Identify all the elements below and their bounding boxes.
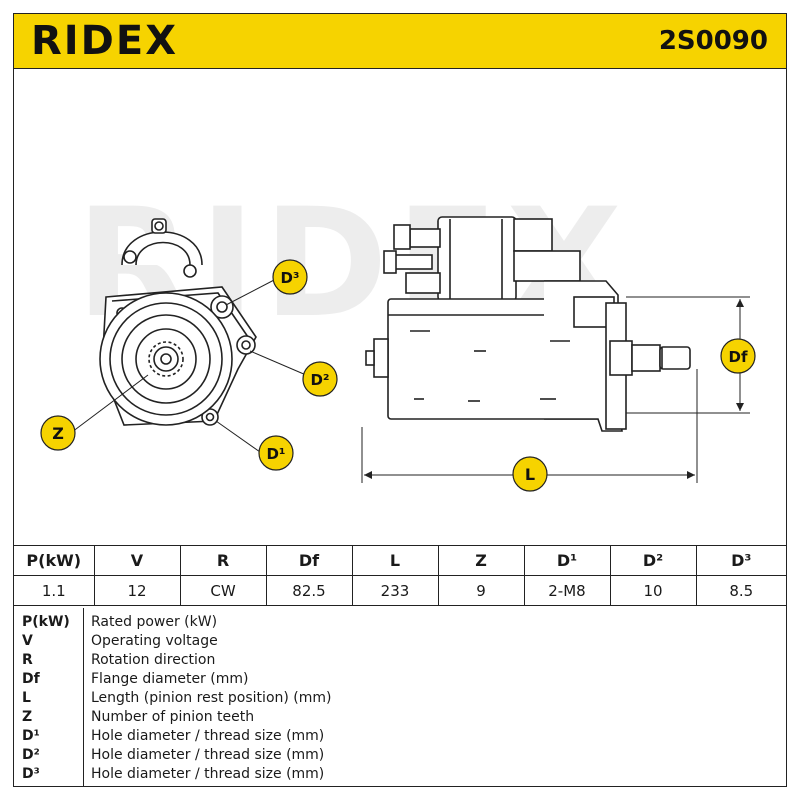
spec-value: 82.5 [265, 575, 353, 606]
legend-desc: Hole diameter / thread size (mm) [91, 766, 325, 782]
legend-desc: Hole diameter / thread size (mm) [91, 728, 325, 744]
callout-d2-label: D² [310, 371, 329, 389]
technical-drawing: RIDEX [14, 69, 786, 545]
d1-leader [215, 420, 261, 453]
legend-divider [83, 608, 84, 786]
callout-d3-label: D³ [280, 269, 299, 287]
legend-desc: Rotation direction [91, 652, 216, 668]
legend-item: D³ Hole diameter / thread size (mm) [14, 766, 786, 784]
spec-value-row: 1.1 12 CW 82.5 233 9 2-M8 10 8.5 [14, 575, 786, 606]
spec-header: D³ [695, 545, 786, 576]
legend: P(kW) Rated power (kW) V Operating volta… [14, 608, 786, 786]
z-leader [71, 374, 149, 433]
spec-header: P(kW) [14, 545, 95, 576]
callout-d2: D² [302, 361, 338, 397]
spec-header: L [351, 545, 439, 576]
legend-key: L [22, 690, 31, 706]
legend-item: D² Hole diameter / thread size (mm) [14, 747, 786, 765]
part-number: 2S0090 [658, 26, 768, 56]
legend-desc: Operating voltage [91, 633, 218, 649]
legend-key: P(kW) [22, 614, 70, 630]
callout-df: Df [720, 338, 756, 374]
legend-desc: Number of pinion teeth [91, 709, 255, 725]
spec-value: 8.5 [695, 575, 786, 606]
legend-desc: Rated power (kW) [91, 614, 218, 630]
spec-header: D² [609, 545, 697, 576]
d2-leader [249, 350, 307, 376]
callout-d1-label: D¹ [266, 445, 285, 463]
callout-z: Z [40, 415, 76, 451]
legend-key: D³ [22, 766, 40, 782]
legend-item: R Rotation direction [14, 652, 786, 670]
legend-key: R [22, 652, 33, 668]
starter-side-view [365, 216, 691, 432]
legend-key: D¹ [22, 728, 40, 744]
spec-header: R [179, 545, 267, 576]
legend-key: D² [22, 747, 40, 763]
legend-desc: Length (pinion rest position) (mm) [91, 690, 332, 706]
legend-key: Df [22, 671, 40, 687]
spec-table: P(kW) V R Df L Z D¹ D² D³ 1.1 12 CW 82.5… [14, 545, 786, 606]
legend-item: Df Flange diameter (mm) [14, 671, 786, 689]
legend-key: Z [22, 709, 33, 725]
callout-d1: D¹ [258, 435, 294, 471]
brand-logo: RIDEX [31, 18, 179, 64]
callout-df-label: Df [729, 348, 748, 366]
legend-item: V Operating voltage [14, 633, 786, 651]
spec-header: V [93, 545, 181, 576]
spec-header: Z [437, 545, 525, 576]
spec-header-row: P(kW) V R Df L Z D¹ D² D³ [14, 545, 786, 576]
spec-value: 12 [93, 575, 181, 606]
starter-drawing-svg: RIDEX [40, 177, 756, 492]
spec-header: D¹ [523, 545, 611, 576]
callout-z-label: Z [52, 424, 64, 443]
legend-desc: Hole diameter / thread size (mm) [91, 747, 325, 763]
spec-header: Df [265, 545, 353, 576]
spec-value: 10 [609, 575, 697, 606]
callout-d3: D³ [272, 259, 308, 295]
spec-value: CW [179, 575, 267, 606]
legend-item: P(kW) Rated power (kW) [14, 614, 786, 632]
legend-item: Z Number of pinion teeth [14, 709, 786, 727]
d3-leader [225, 278, 277, 306]
legend-item: D¹ Hole diameter / thread size (mm) [14, 728, 786, 746]
legend-desc: Flange diameter (mm) [91, 671, 249, 687]
callout-l-label: L [525, 465, 535, 484]
legend-item: L Length (pinion rest position) (mm) [14, 690, 786, 708]
spec-value: 233 [351, 575, 439, 606]
product-sheet: RIDEX 2S0090 RIDEX [13, 13, 787, 787]
header-bar: RIDEX 2S0090 [14, 14, 786, 69]
spec-value: 1.1 [14, 575, 95, 606]
legend-key: V [22, 633, 33, 649]
callout-l: L [512, 456, 548, 492]
spec-value: 2-M8 [523, 575, 611, 606]
spec-value: 9 [437, 575, 525, 606]
starter-front-view [99, 218, 257, 426]
